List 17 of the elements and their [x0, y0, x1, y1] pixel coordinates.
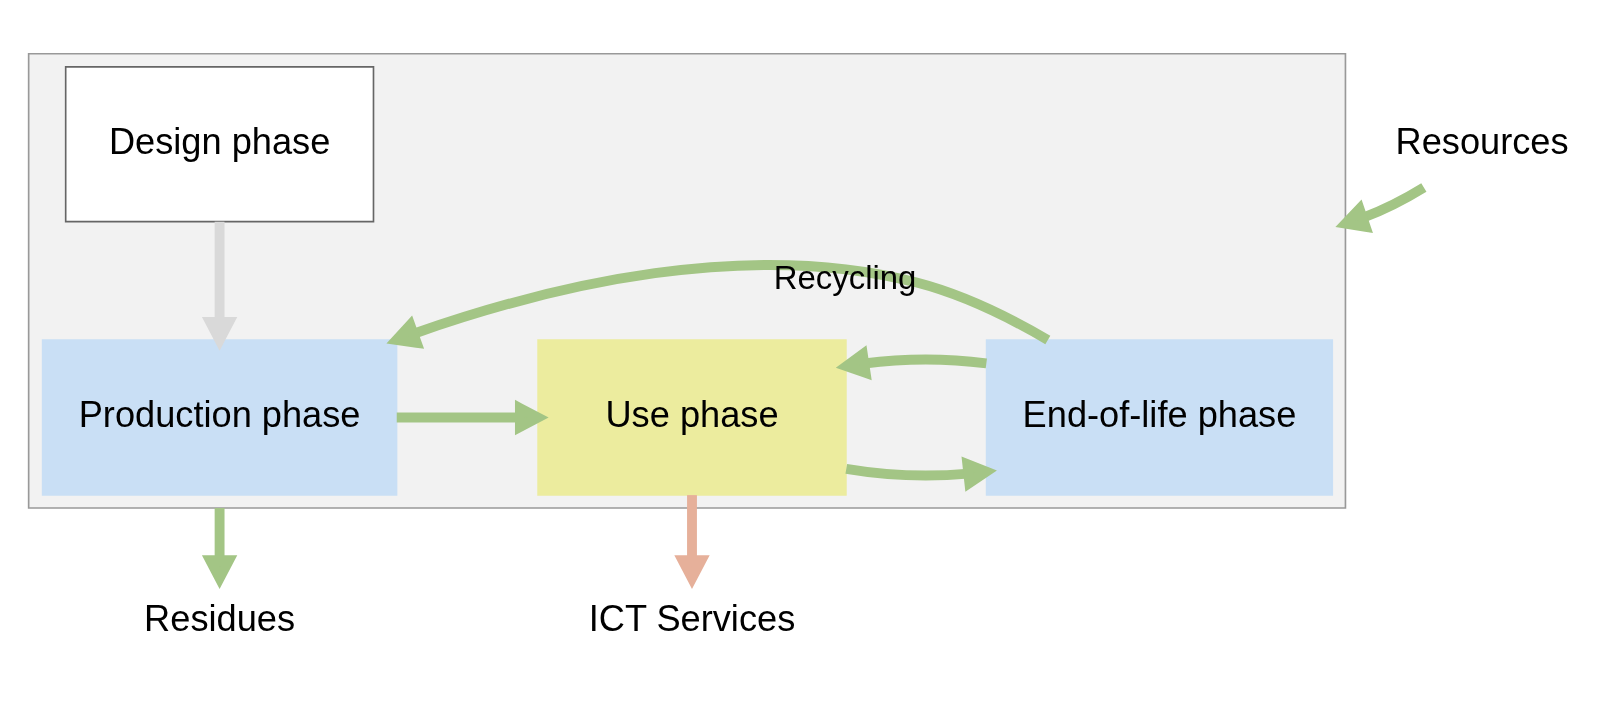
arrow — [674, 494, 710, 589]
node-box: Production phase — [41, 338, 398, 496]
node-text: Resources — [1395, 120, 1569, 161]
node-box: Use phase — [537, 338, 847, 496]
arrow — [835, 344, 987, 380]
arrow — [396, 399, 549, 435]
arrow — [201, 221, 238, 351]
node-box: Design phase — [64, 65, 375, 222]
node-text: ICT Services — [588, 597, 796, 639]
cluster — [27, 52, 1347, 509]
arrow — [201, 507, 238, 589]
arrow — [386, 259, 1051, 349]
arrow — [1335, 182, 1427, 233]
arrow — [845, 456, 997, 492]
node-box: End-of-life phase — [985, 338, 1334, 496]
edge-label: Recycling — [773, 258, 917, 296]
node-text: Residues — [144, 597, 296, 639]
